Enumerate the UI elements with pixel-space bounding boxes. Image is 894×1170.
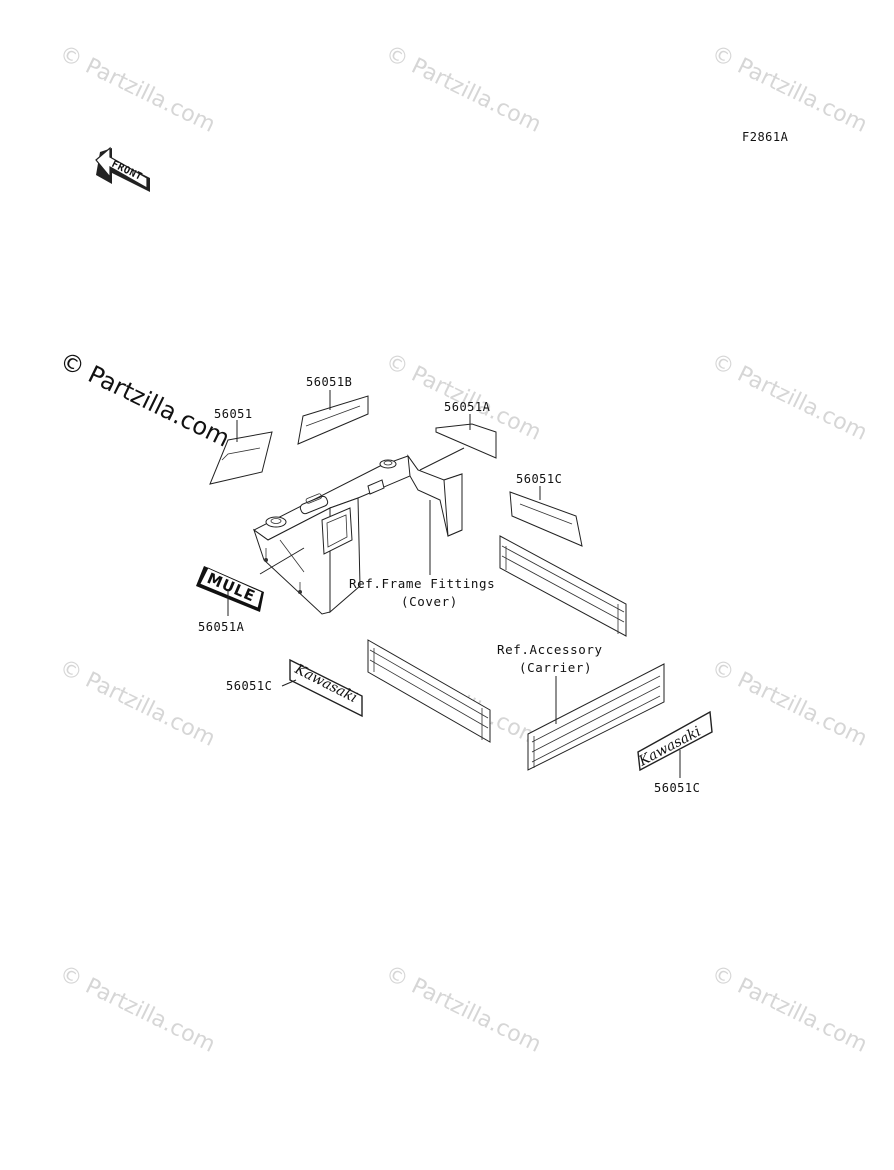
ref-accessory-line1: Ref.Accessory	[497, 642, 603, 657]
front-arrow: FRONT	[95, 146, 150, 192]
ref-frame-fittings-line1: Ref.Frame Fittings	[349, 576, 495, 591]
decal-56051c-right	[509, 491, 583, 547]
label-56051a-bottom: 56051A	[198, 620, 245, 634]
watermark: © Partzilla.com	[55, 961, 219, 1058]
gate-rear	[527, 663, 665, 771]
label-56051c-right: 56051C	[516, 472, 562, 486]
gate-left	[367, 639, 491, 743]
decal-kawasaki-left: Kawasaki	[289, 658, 363, 718]
watermark: © Partzilla.com	[707, 41, 871, 138]
label-56051b: 56051B	[306, 375, 352, 389]
decal-kawasaki-right: Kawasaki	[635, 710, 713, 772]
label-56051a-top: 56051A	[444, 400, 491, 414]
decal-kawasaki-right-text: Kawasaki	[635, 724, 703, 770]
decal-56051	[209, 431, 273, 485]
ref-accessory-line2: (Carrier)	[519, 660, 592, 675]
cover-body	[253, 454, 463, 615]
watermarks: © Partzilla.com © Partzilla.com © Partzi…	[55, 41, 871, 1058]
label-56051: 56051	[214, 407, 253, 421]
watermark: © Partzilla.com	[55, 655, 219, 752]
figure-code: F2861A	[742, 130, 789, 144]
label-56051c-bottom: 56051C	[654, 781, 700, 795]
watermark: © Partzilla.com	[707, 961, 871, 1058]
main-watermark: © Partzilla.com	[55, 346, 234, 452]
decal-56051a-top	[435, 423, 497, 459]
watermark: © Partzilla.com	[381, 961, 545, 1058]
ref-frame-fittings-line2: (Cover)	[401, 594, 458, 609]
watermark: © Partzilla.com	[381, 41, 545, 138]
watermark: © Partzilla.com	[707, 349, 871, 446]
watermark: © Partzilla.com	[707, 655, 871, 752]
decal-mule: MULE	[196, 566, 264, 612]
watermark: © Partzilla.com	[55, 41, 219, 138]
gate-right	[499, 535, 627, 637]
label-56051c-left: 56051C	[226, 679, 272, 693]
decal-56051b	[297, 395, 369, 445]
